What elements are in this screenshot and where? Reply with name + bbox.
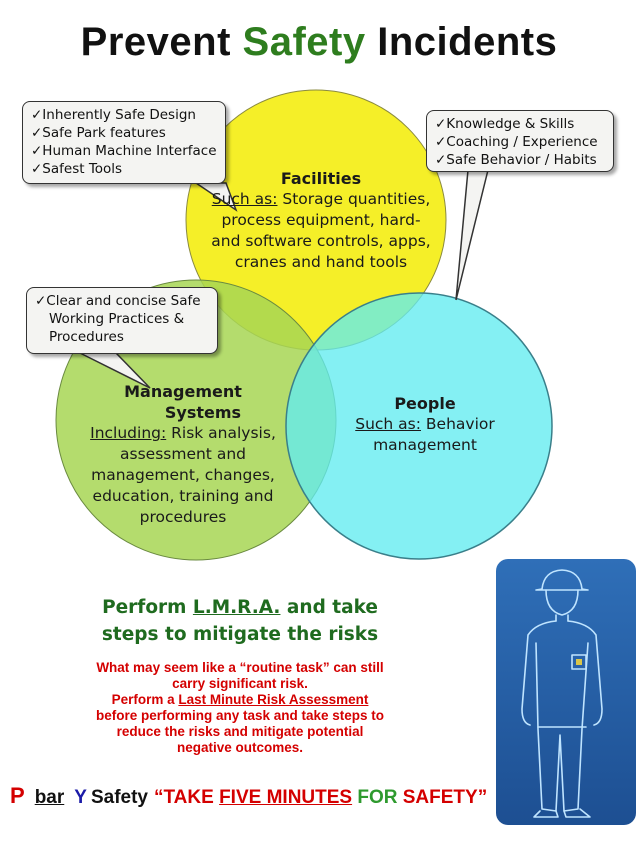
risk-warning: What may seem like a “routine task” can … <box>30 660 450 756</box>
footer-p-letter: P <box>10 783 25 808</box>
page-title: Prevent Safety Incidents <box>0 20 638 65</box>
footer-y-letter: Y <box>74 787 87 808</box>
design-item: ✓Human Machine Interface <box>31 143 217 159</box>
warning-line: negative outcomes. <box>176 740 304 755</box>
slogan-for: FOR <box>352 787 398 808</box>
take-five-slogan: “TAKE FIVE MINUTES FOR SAFETY” <box>154 787 487 808</box>
skills-item: ✓Coaching / Experience <box>435 134 598 150</box>
worker-illustration-panel <box>496 559 636 825</box>
warning-line: What may seem like a “routine task” can … <box>96 660 384 675</box>
design-item: ✓Safest Tools <box>31 161 123 177</box>
lmra-heading: Perform L.M.R.A. and take steps to mitig… <box>40 594 440 648</box>
design-item: ✓Safe Park features <box>31 125 166 141</box>
people-circle <box>285 292 553 560</box>
facilities-line: cranes and hand tools <box>234 253 408 271</box>
facilities-lead: Such as: <box>211 190 278 208</box>
skills-item: ✓Safe Behavior / Habits <box>435 152 597 168</box>
title-word-prevent: Prevent <box>80 20 231 64</box>
warning-line: Perform a <box>111 692 179 707</box>
lmra-line2: steps to mitigate the risks <box>101 624 379 645</box>
footer-bar: bar <box>34 787 65 808</box>
warning-line: reduce the risks and mitigate potential <box>116 724 364 739</box>
people-line: management <box>373 436 477 454</box>
management-line: Risk analysis, <box>166 424 276 442</box>
people-text: People Such as: Behavior management <box>330 393 520 456</box>
title-word-incidents: Incidents <box>377 20 558 64</box>
management-line: assessment and <box>120 445 246 463</box>
design-item: ✓Inherently Safe Design <box>31 107 196 123</box>
management-heading: Systems <box>164 403 242 422</box>
practices-item: Procedures <box>49 329 124 345</box>
warning-line: carry significant risk. <box>172 676 308 691</box>
title-word-safety: Safety <box>242 20 366 64</box>
skills-callout: ✓Knowledge & Skills ✓Coaching / Experien… <box>426 110 614 172</box>
lmra-pre: Perform <box>102 597 193 618</box>
slogan-open: “TAKE <box>153 787 220 808</box>
facilities-heading: Facilities <box>280 169 362 188</box>
badge-icon <box>576 659 582 665</box>
slogan-five-minutes: FIVE MINUTES <box>219 787 353 808</box>
skills-item: ✓Knowledge & Skills <box>435 116 575 132</box>
management-text: Management Systems Including: Risk analy… <box>62 381 304 528</box>
management-line: procedures <box>139 508 227 526</box>
practices-item: ✓Clear and concise Safe <box>35 293 201 309</box>
worker-outline-icon <box>521 569 603 818</box>
lmra-post: and take <box>280 597 378 618</box>
management-line: management, changes, <box>91 466 275 484</box>
warning-line: before performing any task and take step… <box>95 708 385 723</box>
design-callout: ✓Inherently Safe Design ✓Safe Park featu… <box>22 101 226 184</box>
practices-callout: ✓Clear and concise Safe Working Practice… <box>26 287 218 354</box>
footer-safety: Safety <box>90 787 148 808</box>
lmra-full-name: Last Minute Risk Assessment <box>178 692 369 707</box>
management-heading: Management <box>124 382 242 401</box>
slogan-end: SAFETY” <box>397 787 488 808</box>
management-line: education, training and <box>92 487 274 505</box>
lmra-acronym: L.M.R.A. <box>192 597 281 618</box>
management-lead: Including: <box>90 424 167 442</box>
people-heading: People <box>394 394 456 413</box>
facilities-line: and software controls, apps, <box>211 232 431 250</box>
facilities-line: Storage quantities, <box>277 190 431 208</box>
facilities-line: process equipment, hard- <box>221 211 421 229</box>
skills-callout-pointer <box>455 169 489 301</box>
people-line: Behavior <box>420 415 495 433</box>
people-lead: Such as: <box>355 415 421 433</box>
practices-item: Working Practices & <box>49 311 185 327</box>
facilities-text: Facilities Such as: Storage quantities, … <box>186 168 456 273</box>
